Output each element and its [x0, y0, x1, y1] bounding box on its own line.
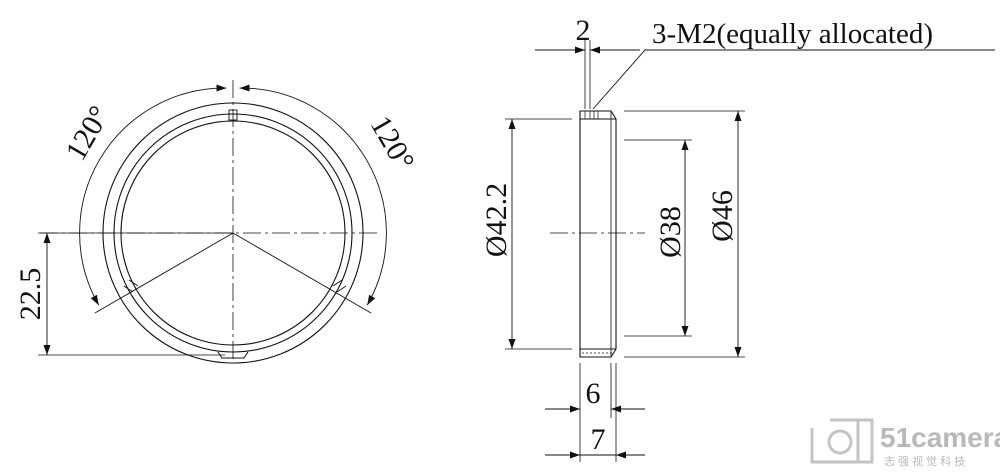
thread-note-leader [592, 49, 995, 110]
watermark: 51camera 志 强 视 觉 科 技 [810, 418, 1000, 468]
watermark-tagline: 志 强 视 觉 科 技 [884, 454, 965, 468]
angle-arc-left [79, 84, 227, 306]
side-view [505, 40, 995, 462]
dia-c-label: Ø46 [706, 190, 739, 242]
width-outer-label: 7 [591, 423, 606, 456]
camera-logo-icon [810, 418, 874, 464]
thread-hole-top [584, 111, 599, 119]
thread-width-label: 2 [576, 14, 591, 47]
thread-note-label: 3-M2(equally allocated) [652, 18, 933, 50]
radial-line-right [232, 232, 372, 314]
watermark-brand: 51camera [880, 422, 1000, 453]
angle-label-left: 120° [59, 100, 116, 166]
dia-a-label: Ø42.2 [480, 183, 513, 257]
width-inner-label: 6 [586, 377, 601, 410]
radial-line-left [94, 232, 234, 314]
front-view [38, 80, 387, 364]
dia-b-label: Ø38 [654, 206, 687, 258]
offset-label: 22.5 [14, 268, 47, 321]
angle-label-right: 120° [364, 110, 421, 176]
angle-arc-right [239, 84, 387, 306]
